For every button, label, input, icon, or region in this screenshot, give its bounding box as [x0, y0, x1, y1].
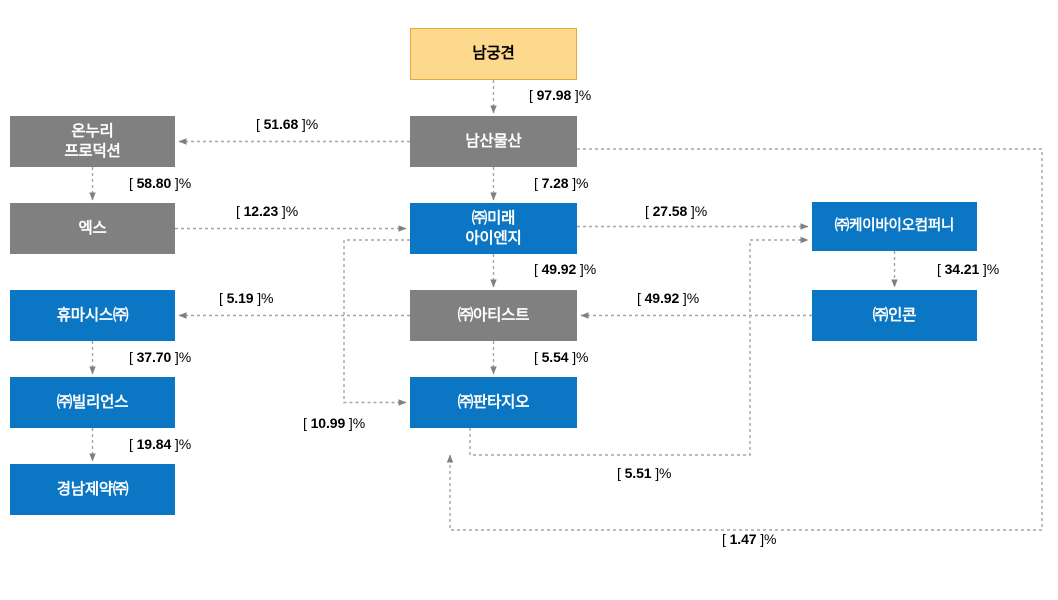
node-billions-label: ㈜빌리언스 — [56, 393, 129, 411]
node-artist-label: ㈜아티스트 — [457, 306, 530, 324]
node-incon[interactable]: ㈜인콘 — [812, 290, 977, 341]
edge-label-27-58: [ 27.58 ]% — [645, 203, 708, 219]
node-namgoong[interactable]: 남궁견 — [410, 28, 577, 80]
node-namsan-mulsan[interactable]: 남산물산 — [410, 116, 577, 167]
edge-label-1-47: [ 1.47 ]% — [722, 531, 777, 547]
node-x-label: 엑스 — [78, 219, 107, 237]
edge-label-10-99: [ 10.99 ]% — [303, 415, 366, 431]
node-onnuri-production[interactable]: 온누리 프로덕션 — [10, 116, 175, 167]
node-humasis[interactable]: 휴마시스㈜ — [10, 290, 175, 341]
node-fantagio[interactable]: ㈜판타지오 — [410, 377, 577, 428]
node-onnuri-production-label: 온누리 프로덕션 — [64, 123, 121, 160]
node-namgoong-label: 남궁견 — [472, 45, 515, 63]
node-kyungnam-pharm-label: 경남제약㈜ — [56, 480, 129, 498]
node-fantagio-label: ㈜판타지오 — [457, 393, 530, 411]
node-x[interactable]: 엑스 — [10, 203, 175, 254]
edge-label-51-68: [ 51.68 ]% — [256, 116, 319, 132]
node-mirae-ing[interactable]: ㈜미래 아이엔지 — [410, 203, 577, 254]
edge-label-58-80: [ 58.80 ]% — [129, 175, 192, 191]
edge-label-19-84: [ 19.84 ]% — [129, 436, 192, 452]
edge-label-5-54: [ 5.54 ]% — [534, 349, 589, 365]
node-kyungnam-pharm[interactable]: 경남제약㈜ — [10, 464, 175, 515]
edge-label-34-21: [ 34.21 ]% — [937, 261, 1000, 277]
node-kbio-company[interactable]: ㈜케이바이오컴퍼니 — [812, 202, 977, 251]
edge-label-7-28: [ 7.28 ]% — [534, 175, 589, 191]
edge-label-5-19: [ 5.19 ]% — [219, 290, 274, 306]
node-artist[interactable]: ㈜아티스트 — [410, 290, 577, 341]
node-billions[interactable]: ㈜빌리언스 — [10, 377, 175, 428]
edge-label-37-70: [ 37.70 ]% — [129, 349, 192, 365]
node-humasis-label: 휴마시스㈜ — [56, 306, 129, 324]
edge-label-49-92-incon: [ 49.92 ]% — [637, 290, 700, 306]
edge-label-12-23: [ 12.23 ]% — [236, 203, 299, 219]
node-mirae-ing-label: ㈜미래 아이엔지 — [465, 210, 522, 247]
node-incon-label: ㈜인콘 — [872, 306, 917, 324]
edge-label-97-98: [ 97.98 ]% — [529, 87, 592, 103]
edge-label-49-92-mirae: [ 49.92 ]% — [534, 261, 597, 277]
node-namsan-mulsan-label: 남산물산 — [465, 132, 522, 150]
edge-label-5-51: [ 5.51 ]% — [617, 465, 672, 481]
node-kbio-company-label: ㈜케이바이오컴퍼니 — [834, 218, 955, 235]
edge-10-99 — [343, 239, 410, 406]
